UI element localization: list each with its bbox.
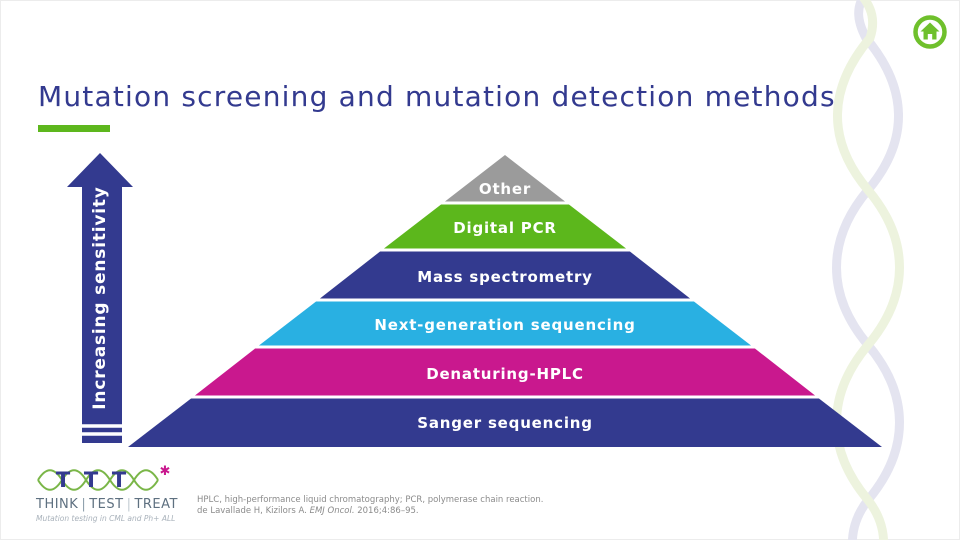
reference-journal: EMJ Oncol.: [309, 506, 355, 516]
footnote-reference: de Lavallade H, Kizilors A. EMJ Oncol. 2…: [197, 506, 543, 517]
think-test-treat-logo: T T T ✱ THINK|TEST|TREAT Mutation testin…: [33, 464, 198, 530]
logo-star-icon: ✱: [160, 464, 171, 479]
increasing-sensitivity-label: Increasing sensitivity: [90, 186, 110, 410]
title-accent-bar: [38, 125, 110, 132]
footnote-abbreviations: HPLC, high-performance liquid chromatogr…: [197, 495, 544, 505]
logo-tagline: Mutation testing in CML and Ph+ ALL: [36, 514, 176, 523]
page-title: Mutation screening and mutation detectio…: [38, 80, 836, 113]
logo-letter-t: T: [56, 468, 71, 492]
layer-label-other: Other: [478, 180, 532, 198]
home-icon: [920, 22, 940, 40]
logo-dna-icon: T T T ✱: [37, 464, 171, 492]
logo-strand: [37, 469, 159, 491]
reference-volume: 2016;4:86–95.: [354, 506, 419, 516]
footnote: HPLC, high-performance liquid chromatogr…: [197, 495, 543, 517]
pyramid-layer-dhplc: [193, 347, 817, 397]
layer-label-dhplc: Denaturing-HPLC: [426, 365, 584, 383]
logo-word-test: TEST: [89, 497, 124, 512]
pyramid-layer-other: [443, 155, 567, 203]
sensitivity-arrow-shape: [67, 153, 133, 443]
reference-authors: de Lavallade H, Kizilors A.: [197, 506, 310, 516]
logo-separator: |: [126, 497, 132, 512]
logo-wordmark: THINK|TEST|TREAT: [36, 497, 178, 512]
logo-word-treat: TREAT: [134, 497, 178, 512]
layer-label-ngs: Next-generation sequencing: [374, 316, 636, 334]
logo-strand: [37, 469, 159, 491]
logo-separator: |: [81, 497, 87, 512]
logo-letter-t: T: [112, 468, 127, 492]
layer-label-digital-pcr: Digital PCR: [453, 219, 557, 237]
pyramid-layer-sanger: [128, 397, 882, 447]
logo-word-think: THINK: [36, 497, 79, 512]
helix-strand-green: [832, 0, 904, 540]
pyramid-layer-ngs: [257, 300, 753, 347]
pyramid-layer-mass-spectrometry: [318, 250, 692, 300]
layer-label-sanger: Sanger sequencing: [417, 414, 593, 432]
layer-label-mass-spectrometry: Mass spectrometry: [417, 268, 593, 286]
logo-letter-t: T: [84, 468, 99, 492]
home-button[interactable]: [911, 13, 949, 51]
pyramid-layer-digital-pcr: [382, 203, 628, 250]
